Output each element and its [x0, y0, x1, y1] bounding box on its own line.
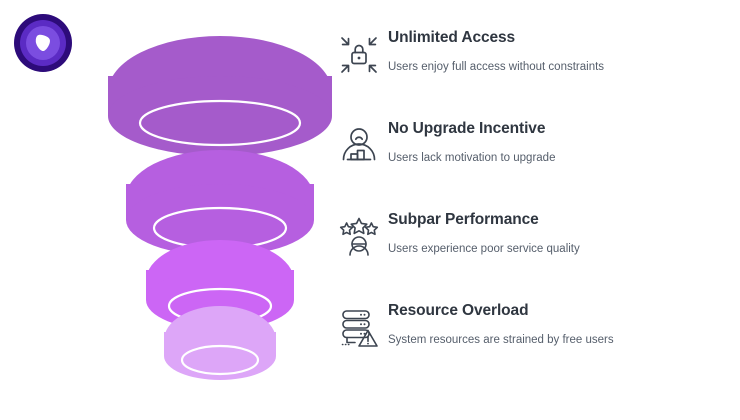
funnel-segment-2-base — [126, 184, 314, 256]
feature-description: Users enjoy full access without constrai… — [388, 60, 605, 73]
feature-icon-wrap — [330, 28, 388, 76]
logo-play-mark — [35, 34, 50, 52]
play-badge-logo — [14, 14, 72, 72]
funnel-svg — [108, 36, 332, 380]
funnel-segment-1-base — [108, 76, 332, 156]
feature-row: Resource Overload System resources are s… — [330, 301, 730, 392]
feature-list: Unlimited Access Users enjoy full access… — [330, 28, 730, 392]
feature-title: No Upgrade Incentive — [388, 120, 546, 137]
feature-icon-wrap — [330, 210, 388, 258]
funnel-segment-1 — [108, 36, 332, 156]
feature-row: Unlimited Access Users enjoy full access… — [330, 28, 730, 119]
feature-row: No Upgrade Incentive Users lack motivati… — [330, 119, 730, 210]
feature-text-wrap: Unlimited Access Users enjoy full access… — [388, 28, 730, 75]
funnel-segment-4-ring — [180, 344, 260, 376]
funnel-segment-4 — [164, 306, 276, 380]
server-warning-icon — [341, 310, 378, 347]
funnel-segment-1-ring — [138, 99, 302, 147]
feature-text-wrap: Subpar Performance Users experience poor… — [388, 210, 730, 257]
feature-icon-wrap — [330, 301, 388, 349]
stars-rating-user-icon — [339, 217, 379, 256]
feature-row: Subpar Performance Users experience poor… — [330, 210, 730, 301]
feature-icon-wrap — [330, 119, 388, 167]
app-logo — [12, 12, 74, 74]
funnel-graphic — [90, 18, 350, 393]
feature-description: Users experience poor service quality — [388, 242, 580, 255]
feature-title: Subpar Performance — [388, 211, 539, 228]
feature-text-wrap: No Upgrade Incentive Users lack motivati… — [388, 119, 730, 166]
lock-shrink-icon — [341, 37, 377, 73]
feature-text-wrap: Resource Overload System resources are s… — [388, 301, 730, 348]
user-bar-chart-icon — [342, 128, 376, 161]
feature-title: Resource Overload — [388, 302, 529, 319]
feature-description: System resources are strained by free us… — [388, 333, 614, 346]
feature-title: Unlimited Access — [388, 29, 516, 46]
feature-description: Users lack motivation to upgrade — [388, 151, 556, 164]
funnel-segment-4-base — [164, 332, 276, 380]
funnel-segment-2 — [126, 150, 314, 256]
